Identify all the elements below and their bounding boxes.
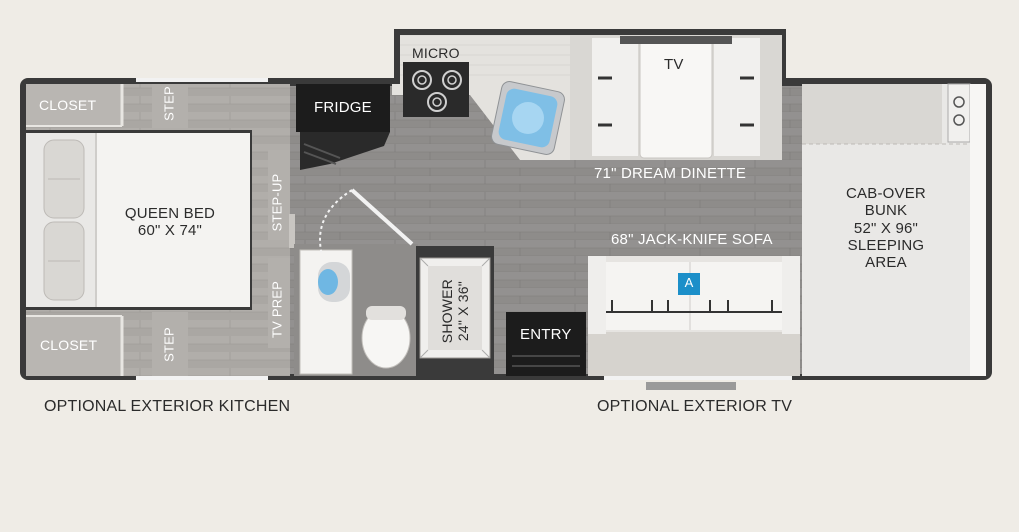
dream-dinette (570, 35, 782, 160)
dinette-label: 71" DREAM DINETTE (594, 165, 747, 182)
shower-label: SHOWER 24" X 36" (439, 261, 471, 361)
optional-exterior-kitchen-label: OPTIONAL EXTERIOR KITCHEN (44, 398, 291, 415)
shower-title: SHOWER (438, 279, 455, 344)
kitchen-sink (491, 81, 565, 155)
entry-label: ENTRY (520, 326, 572, 343)
exterior-markers (136, 78, 792, 390)
closet-top-label: CLOSET (39, 97, 97, 113)
tv-prep-label: TV PREP (269, 280, 285, 338)
tv-label: TV (664, 56, 684, 73)
bathroom (294, 188, 418, 376)
shower (416, 246, 494, 376)
closet-bottom-label: CLOSET (40, 337, 98, 353)
closets (26, 84, 124, 376)
micro-label: MICRO (412, 45, 460, 61)
step-up-label: STEP-UP (269, 173, 285, 232)
queen-bed (24, 130, 252, 310)
step-bottom-label: STEP (161, 327, 177, 362)
bunk-line-4: SLEEPING (847, 236, 925, 254)
bunk-line-5: AREA (865, 254, 907, 271)
fridge-label: FRIDGE (314, 99, 372, 116)
entry-door (506, 312, 586, 376)
sofa-badge (678, 273, 700, 295)
shower-size: 24" X 36" (455, 281, 471, 342)
fridge (296, 84, 390, 170)
bunk-line-3: 52" X 96" (853, 219, 919, 237)
cab-over-bunk (802, 83, 986, 376)
step-top-label: STEP (161, 86, 177, 121)
jack-knife-sofa (588, 256, 800, 376)
sofa-badge-label: A (684, 275, 694, 290)
sofa-label: 68" JACK-KNIFE SOFA (611, 231, 773, 248)
optional-exterior-tv-label: OPTIONAL EXTERIOR TV (597, 398, 793, 415)
queen-bed-label: QUEEN BED 60" X 74" (104, 205, 236, 240)
bunk-line-2: BUNK (864, 202, 908, 220)
bunk-line-1: CAB-OVER (846, 185, 926, 202)
queen-bed-size: 60" X 74" (137, 222, 203, 240)
queen-bed-title: QUEEN BED (124, 205, 216, 222)
bedroom-steps (152, 84, 295, 376)
cab-over-bunk-label: CAB-OVER BUNK 52" X 96" SLEEPING AREA (818, 185, 954, 271)
